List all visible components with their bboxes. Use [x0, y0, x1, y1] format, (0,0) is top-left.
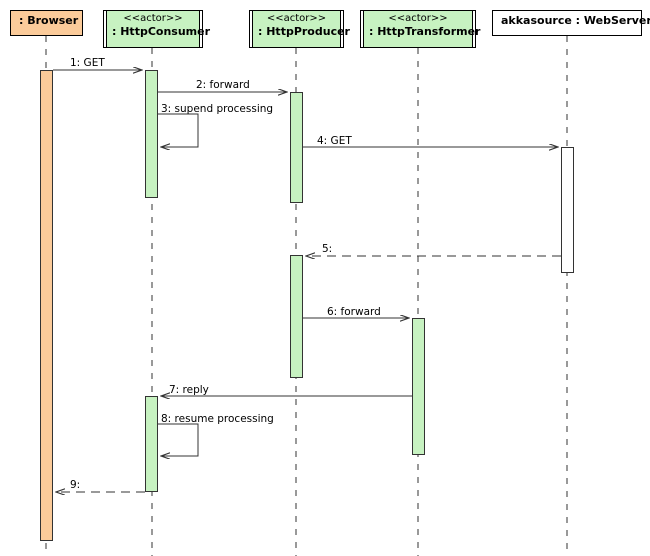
- lifeline-name: : HttpProducer: [258, 24, 350, 38]
- message-label-7: 7: reply: [169, 384, 209, 396]
- message-label-9: 9:: [70, 479, 81, 491]
- message-label-2: 2: forward: [196, 79, 250, 91]
- activation-bar-httpconsumer[interactable]: [145, 396, 158, 492]
- message-label-3: 3: supend processing: [161, 103, 274, 115]
- lifeline-name: : HttpTransformer: [369, 24, 481, 38]
- activation-bar-httpproducer[interactable]: [290, 92, 303, 203]
- message-label-1: 1: GET: [70, 57, 105, 69]
- lifeline-header-httpconsumer[interactable]: <<actor>>: HttpConsumer: [103, 10, 211, 48]
- message-8[interactable]: [158, 423, 199, 456]
- activation-bar-httpconsumer[interactable]: [145, 70, 158, 198]
- activation-bar-httpproducer[interactable]: [290, 255, 303, 378]
- activation-bar-webserver[interactable]: [561, 147, 574, 273]
- message-3[interactable]: [158, 113, 199, 147]
- lifeline-stereotype: <<actor>>: [123, 13, 183, 24]
- lifeline-header-webserver[interactable]: akkasource : WebServer: [492, 10, 650, 36]
- message-label-8: 8: resume processing: [161, 413, 274, 425]
- message-label-6: 6: forward: [327, 306, 381, 318]
- lifeline-header-browser[interactable]: : Browser: [10, 10, 83, 36]
- lifeline-stereotype: <<actor>>: [266, 13, 327, 24]
- lifeline-dashed-lines: [45, 36, 568, 556]
- activation-bar-browser[interactable]: [40, 70, 53, 541]
- message-label-4: 4: GET: [317, 135, 352, 147]
- message-arrows: [53, 70, 561, 492]
- activation-bar-httptransformer[interactable]: [412, 318, 425, 455]
- message-label-5: 5:: [322, 243, 333, 255]
- lifeline-name: : HttpConsumer: [112, 24, 211, 38]
- lifeline-header-httpproducer[interactable]: <<actor>>: HttpProducer: [249, 10, 350, 48]
- lifeline-name: akkasource : WebServer: [501, 14, 650, 27]
- lifeline-header-httptransformer[interactable]: <<actor>>: HttpTransformer: [360, 10, 481, 48]
- lifeline-stereotype: <<actor>>: [388, 13, 448, 24]
- lifeline-name: : Browser: [19, 14, 79, 27]
